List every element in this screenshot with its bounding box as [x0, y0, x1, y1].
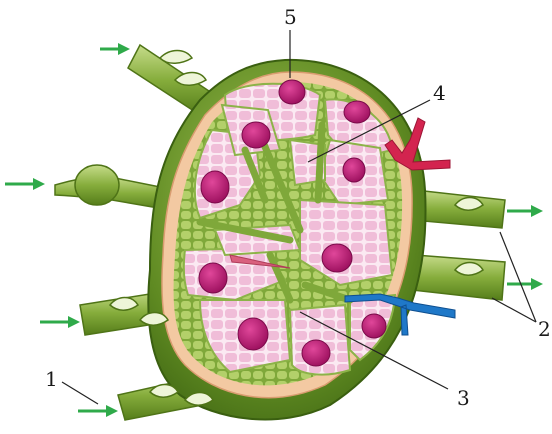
label-efferent-vessels: 2 — [538, 317, 551, 341]
arrow-in-4 — [78, 405, 118, 417]
label-afferent-vessel: 1 — [45, 367, 58, 391]
label-trabecula: 4 — [433, 81, 446, 105]
arrow-in-2 — [5, 178, 45, 190]
arrow-in-3 — [40, 316, 80, 328]
label-medullary-cords: 3 — [457, 386, 470, 410]
label-follicle: 5 — [284, 5, 297, 29]
arrow-out-1 — [507, 205, 543, 217]
arrow-out-2 — [507, 278, 543, 290]
arrow-in-1 — [100, 43, 130, 55]
